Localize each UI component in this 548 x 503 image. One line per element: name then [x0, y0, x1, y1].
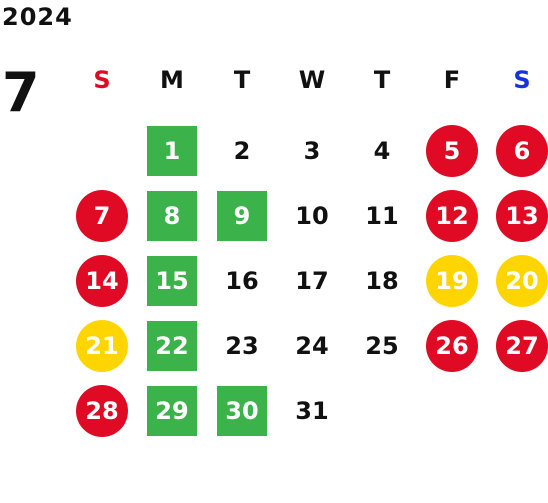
day-cell[interactable]: 30 — [212, 385, 272, 437]
day-number: 28 — [76, 385, 128, 437]
day-cell[interactable]: 24 — [282, 320, 342, 372]
day-number: 29 — [147, 386, 197, 436]
day-cell[interactable]: 27 — [492, 320, 548, 372]
day-number: 25 — [365, 332, 399, 360]
day-cell[interactable]: 23 — [212, 320, 272, 372]
day-number: 17 — [295, 267, 329, 295]
day-cell[interactable]: 21 — [72, 320, 132, 372]
day-cell[interactable]: 15 — [142, 255, 202, 307]
day-number: 8 — [147, 191, 197, 241]
day-cell[interactable]: 2 — [212, 125, 272, 177]
day-cell[interactable]: 19 — [422, 255, 482, 307]
day-number: 9 — [217, 191, 267, 241]
day-cell[interactable]: 4 — [352, 125, 412, 177]
weekday-header: S — [513, 66, 531, 94]
day-cell[interactable]: 16 — [212, 255, 272, 307]
day-number: 11 — [365, 202, 399, 230]
day-number: 13 — [496, 190, 548, 242]
day-number: 22 — [147, 321, 197, 371]
day-cell[interactable]: 29 — [142, 385, 202, 437]
day-number: 26 — [426, 320, 478, 372]
weekday-header: T — [233, 66, 251, 94]
day-cell[interactable]: 7 — [72, 190, 132, 242]
day-number: 2 — [233, 137, 251, 165]
day-number: 7 — [76, 190, 128, 242]
day-cell[interactable]: 6 — [492, 125, 548, 177]
day-cell[interactable]: 12 — [422, 190, 482, 242]
day-cell[interactable]: 20 — [492, 255, 548, 307]
day-number: 30 — [217, 386, 267, 436]
day-cell[interactable]: 26 — [422, 320, 482, 372]
day-cell[interactable]: 22 — [142, 320, 202, 372]
day-number: 1 — [147, 126, 197, 176]
year-label: 2024 — [2, 3, 73, 31]
day-cell[interactable]: 31 — [282, 385, 342, 437]
day-number: 15 — [147, 256, 197, 306]
day-number: 4 — [373, 137, 391, 165]
day-cell[interactable]: 1 — [142, 125, 202, 177]
day-number: 23 — [225, 332, 259, 360]
day-number: 6 — [496, 125, 548, 177]
day-number: 18 — [365, 267, 399, 295]
day-number: 21 — [76, 320, 128, 372]
day-number: 24 — [295, 332, 329, 360]
day-number: 3 — [303, 137, 321, 165]
day-cell[interactable]: 17 — [282, 255, 342, 307]
day-cell[interactable]: 25 — [352, 320, 412, 372]
day-number: 31 — [295, 397, 329, 425]
day-number: 10 — [295, 202, 329, 230]
weekday-header: F — [443, 66, 461, 94]
day-cell[interactable]: 10 — [282, 190, 342, 242]
day-cell[interactable]: 11 — [352, 190, 412, 242]
day-number: 12 — [426, 190, 478, 242]
weekday-header: W — [298, 66, 326, 94]
day-cell[interactable]: 9 — [212, 190, 272, 242]
day-cell[interactable]: 3 — [282, 125, 342, 177]
day-cell[interactable]: 5 — [422, 125, 482, 177]
day-number: 16 — [225, 267, 259, 295]
weekday-header: M — [160, 66, 184, 94]
day-cell[interactable]: 14 — [72, 255, 132, 307]
day-number: 5 — [426, 125, 478, 177]
weekday-header: T — [373, 66, 391, 94]
day-cell[interactable]: 28 — [72, 385, 132, 437]
day-number: 20 — [496, 255, 548, 307]
weekday-header: S — [93, 66, 111, 94]
day-cell[interactable]: 13 — [492, 190, 548, 242]
day-cell[interactable]: 8 — [142, 190, 202, 242]
day-number: 19 — [426, 255, 478, 307]
day-number: 27 — [496, 320, 548, 372]
month-label: 7 — [2, 61, 40, 124]
day-cell[interactable]: 18 — [352, 255, 412, 307]
day-number: 14 — [76, 255, 128, 307]
